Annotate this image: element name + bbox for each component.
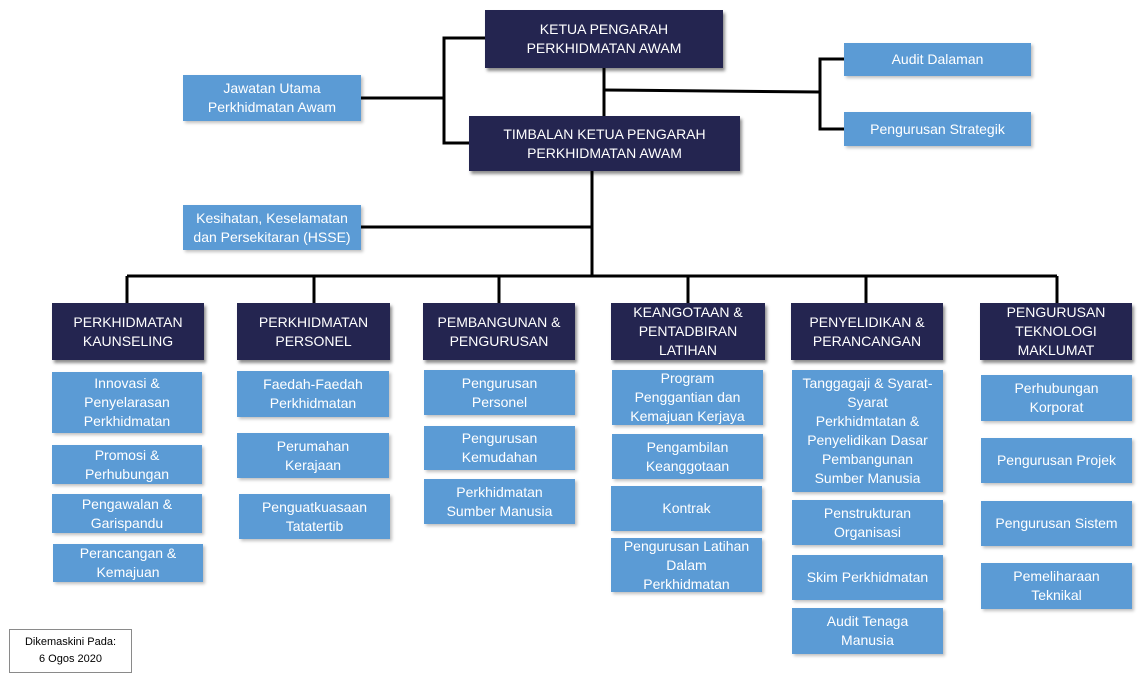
division-membership-header: KEANGOTAAN & PENTADBIRAN LATIHAN <box>611 303 765 360</box>
internal-audit-box: Audit Dalaman <box>844 43 1031 76</box>
unit-box: Penstrukturan Organisasi <box>792 500 943 545</box>
unit-box: Perumahan Kerajaan <box>237 433 389 478</box>
public-service-commission-box: Jawatan Utama Perkhidmatan Awam <box>183 75 361 121</box>
unit-box: Pengurusan Sistem <box>981 501 1132 546</box>
unit-box: Perkhidmatan Sumber Manusia <box>424 479 575 524</box>
unit-box: Promosi & Perhubungan <box>52 445 202 484</box>
director-general-box: KETUA PENGARAH PERKHIDMATAN AWAM <box>485 10 723 68</box>
division-research-header: PENYELIDIKAN & PERANCANGAN <box>791 303 943 360</box>
hsse-box: Kesihatan, Keselamatan dan Persekitaran … <box>183 205 361 250</box>
unit-box: Pemeliharaan Teknikal <box>981 563 1132 609</box>
unit-box: Pengawalan & Garispandu <box>52 494 202 533</box>
unit-box: Audit Tenaga Manusia <box>792 608 943 654</box>
strategic-management-box: Pengurusan Strategik <box>844 112 1031 146</box>
last-updated-note: Dikemaskini Pada: 6 Ogos 2020 <box>9 629 132 673</box>
unit-box: Pengurusan Latihan Dalam Perkhidmatan <box>611 538 762 592</box>
unit-box: Pengurusan Personel <box>424 370 575 415</box>
unit-box: Perancangan & Kemajuan <box>53 544 203 582</box>
unit-box: Perhubungan Korporat <box>981 375 1132 421</box>
division-counselling-header: PERKHIDMATAN KAUNSELING <box>52 303 204 360</box>
unit-box: Skim Perkhidmatan <box>792 555 943 600</box>
last-updated-date: 6 Ogos 2020 <box>39 653 102 665</box>
unit-box: Pengambilan Keanggotaan <box>612 434 763 479</box>
unit-box: Program Penggantian dan Kemajuan Kerjaya <box>612 370 763 425</box>
unit-box: Innovasi & Penyelarasan Perkhidmatan <box>52 372 202 433</box>
last-updated-label: Dikemaskini Pada: <box>24 636 117 648</box>
unit-box: Kontrak <box>611 486 762 531</box>
unit-box: Pengurusan Projek <box>981 438 1132 483</box>
unit-box: Faedah-Faedah Perkhidmatan <box>237 371 389 417</box>
unit-box: Tanggagaji & Syarat- Syarat Perkhidmtata… <box>792 370 943 492</box>
division-development-header: PEMBANGUNAN & PENGURUSAN <box>423 303 575 360</box>
unit-box: Pengurusan Kemudahan <box>424 426 575 470</box>
unit-box: Penguatkuasaan Tatatertib <box>239 494 390 539</box>
deputy-director-general-box: TIMBALAN KETUA PENGARAH PERKHIDMATAN AWA… <box>469 116 740 171</box>
division-it-header: PENGURUSAN TEKNOLOGI MAKLUMAT <box>980 303 1132 360</box>
division-personnel-header: PERKHIDMATAN PERSONEL <box>237 303 390 360</box>
